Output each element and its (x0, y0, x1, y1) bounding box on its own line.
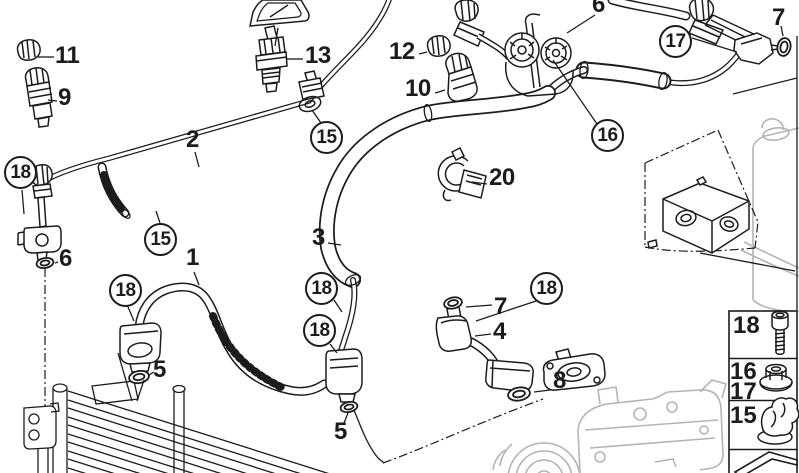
callout-circle-18-mid-lower: 18 (303, 314, 336, 347)
service-valve-10 (445, 52, 478, 102)
callout-label-7-top: 7 (772, 4, 785, 31)
junction-block (504, 32, 574, 97)
callout-label-6-top: 6 (592, 0, 605, 18)
callout-label-7-mid: 7 (494, 293, 507, 320)
service-valve-left (17, 164, 62, 261)
valve-on-pipe (298, 70, 325, 113)
callout-circle-15-top: 15 (310, 121, 343, 154)
direction-arrow-icon (733, 451, 798, 473)
service-valve-9 (24, 67, 53, 128)
connector-block (647, 176, 750, 254)
callout-label-11: 11 (55, 42, 80, 69)
callout-label-12: 12 (389, 38, 415, 65)
compressor-silhouette (492, 379, 727, 473)
gray-components (492, 118, 799, 473)
callout-label-2: 2 (186, 126, 199, 153)
callout-circle-17: 17 (659, 25, 692, 58)
reference-lines (44, 129, 759, 464)
callout-circle-15-left: 15 (144, 223, 177, 256)
callout-label-9: 9 (58, 84, 71, 111)
condenser (23, 380, 329, 473)
callout-circle-16: 16 (591, 119, 624, 152)
o-ring-6 (35, 256, 55, 270)
callout-label-5-left: 5 (153, 356, 166, 383)
legend-box (728, 310, 799, 473)
callout-circle-18-mid-upper: 18 (305, 272, 338, 305)
callout-label-3: 3 (312, 224, 325, 251)
callout-label-1: 1 (186, 244, 199, 271)
callout-label-8: 8 (553, 367, 566, 394)
hose-clamp-20 (437, 146, 487, 202)
charge-valve-top (453, 0, 512, 60)
o-ring-5-center (339, 400, 359, 414)
o-ring-7-mid (443, 296, 463, 310)
callout-circle-18-left: 18 (109, 274, 142, 307)
callout-circle-18-right: 18 (530, 272, 563, 305)
compressor-line-flange (325, 348, 363, 403)
callout-label-4: 4 (493, 318, 506, 345)
leader-lines (21, 14, 798, 464)
legend-row1-label: 18 (733, 312, 760, 339)
clip-icon (757, 397, 799, 445)
hose4-upper-fitting (435, 306, 472, 352)
callout-label-13: 13 (305, 42, 331, 69)
legend-row2-label-b: 17 (730, 378, 757, 405)
flange-nut-icon (759, 363, 793, 392)
pressure-sensor-13 (255, 25, 288, 93)
legend-row3-label: 15 (730, 402, 757, 429)
o-ring-7-top (776, 37, 792, 57)
o-rings (35, 37, 792, 414)
callout-label-20: 20 (489, 164, 515, 191)
callout-circle-18-topleft: 18 (4, 156, 37, 189)
condenser-elbow-fitting (119, 322, 162, 373)
callout-label-6-left: 6 (59, 245, 72, 272)
elbow-fitting-top-right (733, 32, 779, 65)
fittings (16, 0, 798, 403)
sealing-cap-11 (16, 39, 41, 61)
warning-triangle (249, 0, 310, 27)
bolt-icon (771, 310, 789, 355)
hose4-lower-fitting (485, 359, 534, 392)
legend-row2-label-a: 16 (730, 358, 757, 385)
compressor-port-fitting (542, 348, 606, 391)
callout-label-5-center: 5 (334, 418, 347, 445)
sealing-cap-12 (426, 35, 451, 57)
o-ring-8 (507, 386, 531, 402)
charge-valve-top-right (687, 0, 798, 95)
callout-label-10: 10 (405, 75, 431, 102)
